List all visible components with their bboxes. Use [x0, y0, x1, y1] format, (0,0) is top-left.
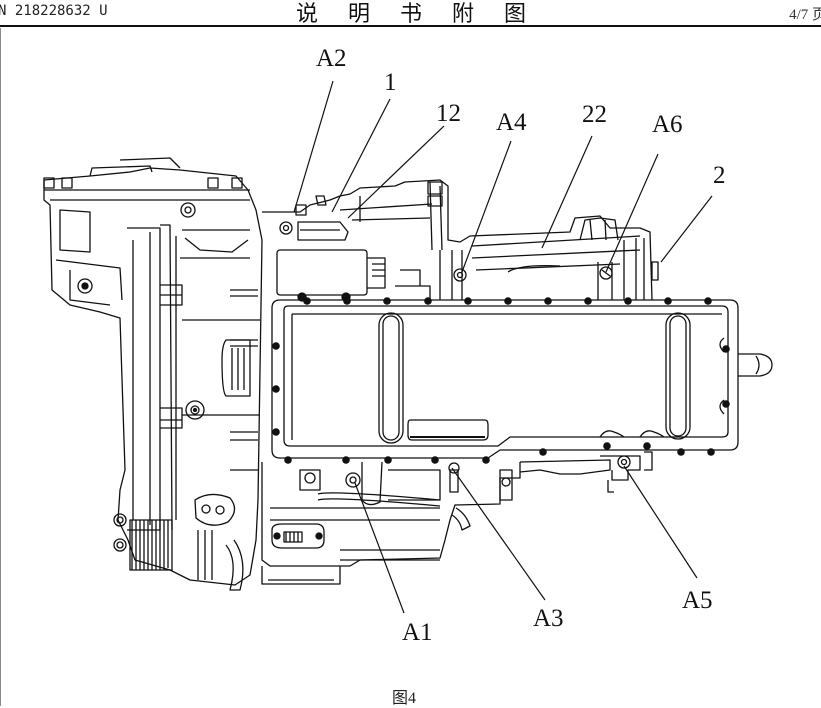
lower-section	[261, 451, 653, 585]
header-rule	[0, 25, 821, 27]
leader-lines	[293, 80, 713, 614]
page-header: N 218228632 U 说明书附图 4/7 页	[0, 0, 821, 27]
label-2: 2	[713, 162, 726, 189]
figure-caption: 图4	[392, 690, 417, 707]
pan-bolts	[272, 297, 730, 464]
oil-pan	[271, 299, 773, 459]
page-number: 4/7 页	[789, 7, 821, 23]
upper-mid-section	[262, 179, 659, 302]
publication-number: N 218228632 U	[0, 3, 108, 19]
page-left-edge	[0, 28, 1, 706]
label-A4: A4	[496, 109, 527, 136]
left-housing	[43, 157, 263, 591]
label-12: 12	[436, 100, 461, 127]
label-1: 1	[384, 69, 397, 96]
header-title: 说明书附图	[296, 2, 557, 27]
label-A2: A2	[316, 45, 347, 72]
label-A1: A1	[402, 619, 433, 646]
label-A3: A3	[533, 605, 564, 632]
label-A5: A5	[682, 587, 713, 614]
label-22: 22	[582, 101, 607, 128]
label-A6: A6	[652, 111, 683, 138]
